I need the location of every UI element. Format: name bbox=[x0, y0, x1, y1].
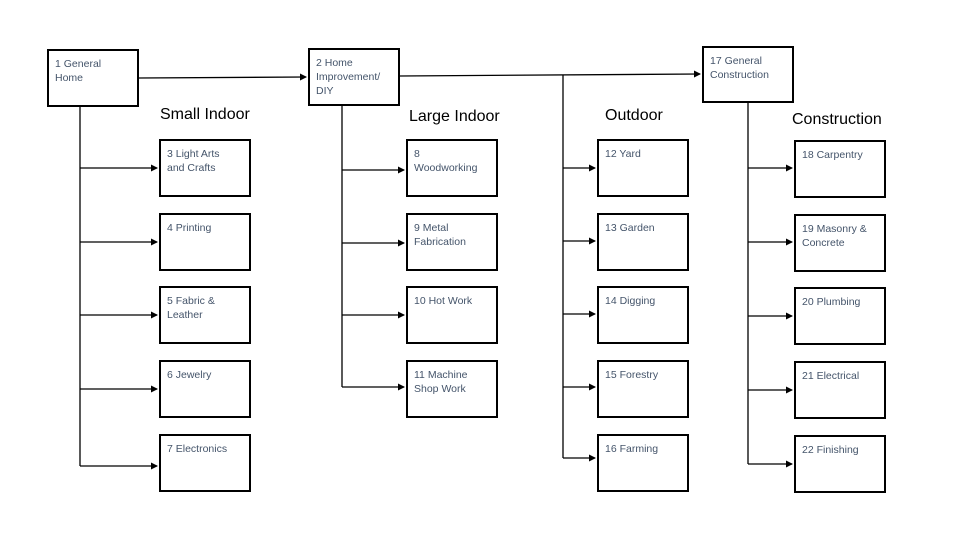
node-electrical: 21 Electrical bbox=[794, 361, 886, 419]
node-metal-fabrication: 9 Metal Fabrication bbox=[406, 213, 498, 271]
arrow-general-home-to-home-improvement bbox=[138, 73, 307, 81]
node-jewelry: 6 Jewelry bbox=[159, 360, 251, 418]
heading-large-indoor: Large Indoor bbox=[409, 108, 500, 125]
node-machine-shop-work: 11 Machine Shop Work bbox=[406, 360, 498, 418]
node-light-arts-and-crafts: 3 Light Arts and Crafts bbox=[159, 139, 251, 197]
node-farming: 16 Farming bbox=[597, 434, 689, 492]
heading-small-indoor: Small Indoor bbox=[160, 106, 250, 123]
node-garden: 13 Garden bbox=[597, 213, 689, 271]
node-fabric-and-leather: 5 Fabric & Leather bbox=[159, 286, 251, 344]
heading-outdoor: Outdoor bbox=[605, 107, 663, 124]
arrow-home-improvement-to-general-construction bbox=[399, 70, 701, 78]
node-general-home: 1 General Home bbox=[47, 49, 139, 107]
node-printing: 4 Printing bbox=[159, 213, 251, 271]
node-finishing: 22 Finishing bbox=[794, 435, 886, 493]
node-woodworking: 8 Woodworking bbox=[406, 139, 498, 197]
node-plumbing: 20 Plumbing bbox=[794, 287, 886, 345]
node-masonry-and-concrete: 19 Masonry & Concrete bbox=[794, 214, 886, 272]
node-digging: 14 Digging bbox=[597, 286, 689, 344]
node-yard: 12 Yard bbox=[597, 139, 689, 197]
node-home-improvement-diy: 2 Home Improvement/ DIY bbox=[308, 48, 400, 106]
node-hot-work: 10 Hot Work bbox=[406, 286, 498, 344]
node-general-construction: 17 General Construction bbox=[702, 46, 794, 103]
node-forestry: 15 Forestry bbox=[597, 360, 689, 418]
node-carpentry: 18 Carpentry bbox=[794, 140, 886, 198]
node-electronics: 7 Electronics bbox=[159, 434, 251, 492]
heading-construction: Construction bbox=[792, 111, 882, 128]
